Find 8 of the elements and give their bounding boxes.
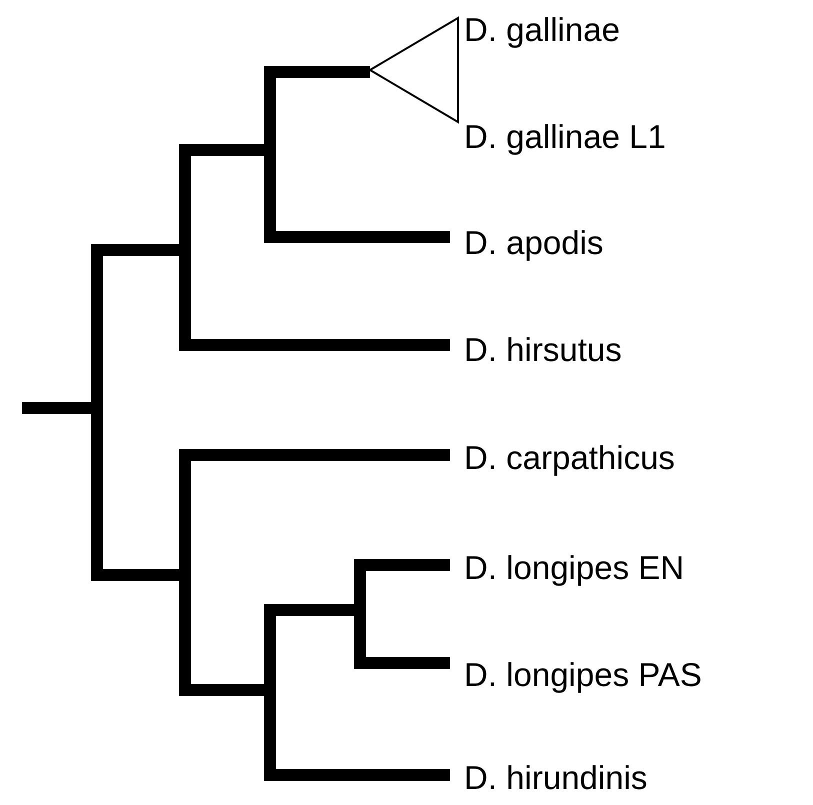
taxon-label: D. gallinae L1 <box>464 117 666 157</box>
taxon-label: D. longipes EN <box>464 548 684 588</box>
taxon-label: D. longipes PAS <box>464 655 702 695</box>
taxon-label: D. gallinae <box>464 10 620 50</box>
taxon-label: D. hirsutus <box>464 330 622 370</box>
taxon-label: D. apodis <box>464 223 604 263</box>
taxon-label: D. carpathicus <box>464 438 675 478</box>
taxon-label: D. hirundinis <box>464 758 648 798</box>
